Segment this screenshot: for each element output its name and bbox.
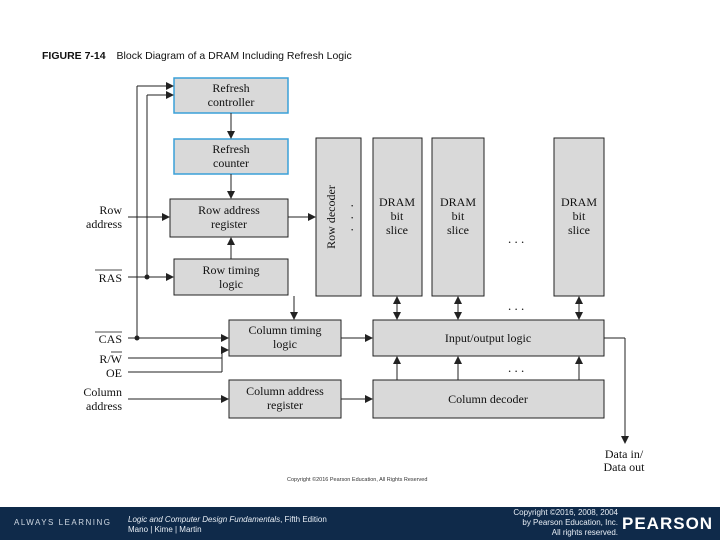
copyright-line-3: All rights reserved. [551, 528, 618, 537]
bit-slice-2-line3: slice [447, 223, 469, 237]
row-decoder-block: Row decoder · · · [315, 137, 362, 297]
column-address-label-1: Column [83, 385, 122, 399]
copyright-line-1: Copyright ©2016, 2008, 2004 [513, 508, 618, 517]
signal-labels: Row address RAS CAS R/W OE Column addres… [83, 203, 645, 474]
pearson-logo: PEARSON [622, 514, 714, 533]
bit-slice-1-line3: slice [386, 223, 408, 237]
column-timing-logic-line2: logic [273, 337, 297, 351]
ellipsis-mid: . . . [508, 298, 524, 313]
row-decoder-dot1: · [350, 198, 354, 213]
always-learning-text: ALWAYS LEARNING [14, 518, 112, 527]
column-address-register-block: Column address register [228, 379, 342, 419]
bit-slice-2-line2: bit [452, 209, 465, 223]
column-decoder-block: Column decoder [372, 379, 605, 419]
row-decoder-dot3: · [350, 222, 354, 237]
rw-label: R/W [99, 352, 122, 366]
column-address-register-line2: register [267, 398, 303, 412]
data-out-label: Data out [604, 460, 646, 474]
footer-copyright: Copyright ©2016, 2008, 2004 by Pearson E… [470, 508, 618, 538]
row-decoder-dot2: · [350, 210, 354, 225]
refresh-counter-line2: counter [213, 156, 249, 170]
book-info: Logic and Computer Design Fundamentals, … [128, 515, 327, 535]
refresh-controller-block: Refresh controller [173, 77, 289, 114]
data-in-label: Data in/ [605, 447, 644, 461]
cas-label: CAS [99, 332, 122, 346]
row-address-register-line1: Row address [198, 203, 260, 217]
ellipsis-top: . . . [508, 231, 524, 246]
row-address-label-2: address [86, 217, 122, 231]
figure-copyright: Copyright ©2016 Pearson Education, All R… [287, 477, 428, 483]
row-decoder-label: Row decoder [324, 185, 338, 249]
dram-block-diagram: Refresh controller Refresh counter Row a… [83, 77, 645, 474]
oe-label: OE [106, 366, 122, 380]
bit-slice-n-line1: DRAM [561, 195, 597, 209]
figure-caption: Block Diagram of a DRAM Including Refres… [116, 50, 352, 62]
row-address-label-1: Row [99, 203, 122, 217]
refresh-controller-line2: controller [208, 95, 255, 109]
figure-title: FIGURE 7-14 Block Diagram of a DRAM Incl… [42, 50, 352, 62]
refresh-controller-line1: Refresh [212, 81, 249, 95]
io-logic-label: Input/output logic [445, 331, 531, 345]
bit-slice-2-line1: DRAM [440, 195, 476, 209]
column-decoder-label: Column decoder [448, 392, 528, 406]
bit-slice-1-line1: DRAM [379, 195, 415, 209]
figure-number: FIGURE 7-14 [42, 50, 106, 62]
row-address-register-block: Row address register [169, 198, 289, 238]
row-timing-logic-line1: Row timing [202, 263, 259, 277]
book-title: Logic and Computer Design Fundamentals [128, 515, 281, 524]
column-address-label-2: address [86, 399, 122, 413]
bit-slice-n: DRAM bit slice [553, 137, 605, 297]
ras-label: RAS [99, 271, 122, 285]
copyright-line-2: by Pearson Education, Inc. [522, 518, 618, 527]
refresh-counter-line1: Refresh [212, 142, 249, 156]
connections [128, 82, 629, 444]
book-edition: , Fifth Edition [280, 515, 327, 524]
row-address-register-line2: register [211, 217, 247, 231]
column-address-register-line1: Column address [246, 384, 324, 398]
column-timing-logic-block: Column timing logic [228, 319, 342, 357]
column-timing-logic-line1: Column timing [248, 323, 321, 337]
row-timing-logic-line2: logic [219, 277, 243, 291]
bit-slice-2: DRAM bit slice [431, 137, 485, 297]
book-authors: Mano | Kime | Martin [128, 525, 202, 534]
ellipsis-bottom: . . . [508, 360, 524, 375]
footer-bar: ALWAYS LEARNING Logic and Computer Desig… [0, 507, 720, 540]
bit-slice-n-line2: bit [573, 209, 586, 223]
refresh-counter-block: Refresh counter [173, 138, 289, 175]
io-logic-block: Input/output logic [372, 319, 605, 357]
bit-slice-1-line2: bit [391, 209, 404, 223]
bit-slice-n-line3: slice [568, 223, 590, 237]
row-timing-logic-block: Row timing logic [173, 258, 289, 296]
bit-slice-1: DRAM bit slice [372, 137, 423, 297]
